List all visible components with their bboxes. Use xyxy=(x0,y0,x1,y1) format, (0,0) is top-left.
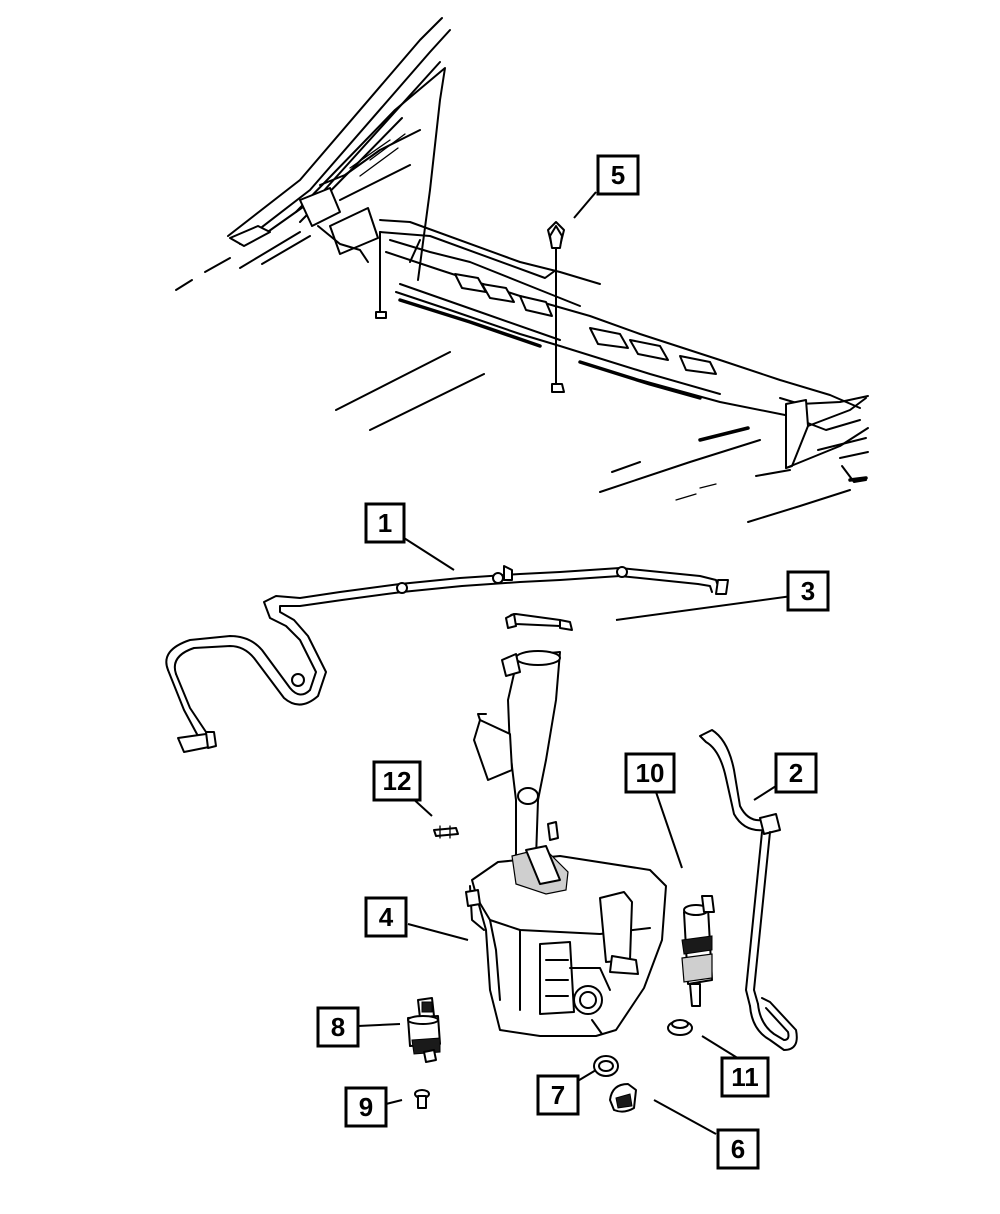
screw xyxy=(414,1089,430,1109)
callout-4: 4 xyxy=(364,896,408,938)
callout-10: 10 xyxy=(624,752,676,794)
short-hose xyxy=(505,613,573,631)
callout-label: 8 xyxy=(331,1012,345,1042)
callout-label: 10 xyxy=(636,758,665,788)
callout-label: 6 xyxy=(731,1134,745,1164)
callout-5: 5 xyxy=(596,154,640,196)
callout-label: 2 xyxy=(789,758,803,788)
vehicle-cowl-illustration xyxy=(175,17,869,523)
level-sensor xyxy=(609,1083,637,1113)
callout-6: 6 xyxy=(716,1128,760,1170)
callout-label: 9 xyxy=(359,1092,373,1122)
washer-pump xyxy=(681,895,715,1007)
connector xyxy=(433,825,459,839)
callout-9: 9 xyxy=(344,1086,388,1128)
callout-11: 11 xyxy=(720,1056,770,1098)
callout-label: 3 xyxy=(801,576,815,606)
callout-8: 8 xyxy=(316,1006,360,1048)
washer-reservoir xyxy=(465,650,667,1037)
seal xyxy=(593,1055,619,1077)
rear-washer-pump xyxy=(407,997,441,1063)
callout-label: 11 xyxy=(731,1062,759,1092)
callout-12: 12 xyxy=(372,760,422,802)
callout-label: 1 xyxy=(378,508,392,538)
callout-3: 3 xyxy=(786,570,830,612)
washer-hose xyxy=(165,565,729,753)
pump-grommet xyxy=(667,1019,693,1036)
callout-7: 7 xyxy=(536,1074,580,1116)
callout-label: 7 xyxy=(551,1080,565,1110)
hood-plug xyxy=(549,225,563,249)
callout-label: 12 xyxy=(383,766,412,796)
callout-2: 2 xyxy=(774,752,818,794)
right-washer-hose xyxy=(699,729,798,1051)
callout-label: 4 xyxy=(379,902,394,932)
callout-label: 5 xyxy=(611,160,625,190)
callout-1: 1 xyxy=(364,502,406,544)
